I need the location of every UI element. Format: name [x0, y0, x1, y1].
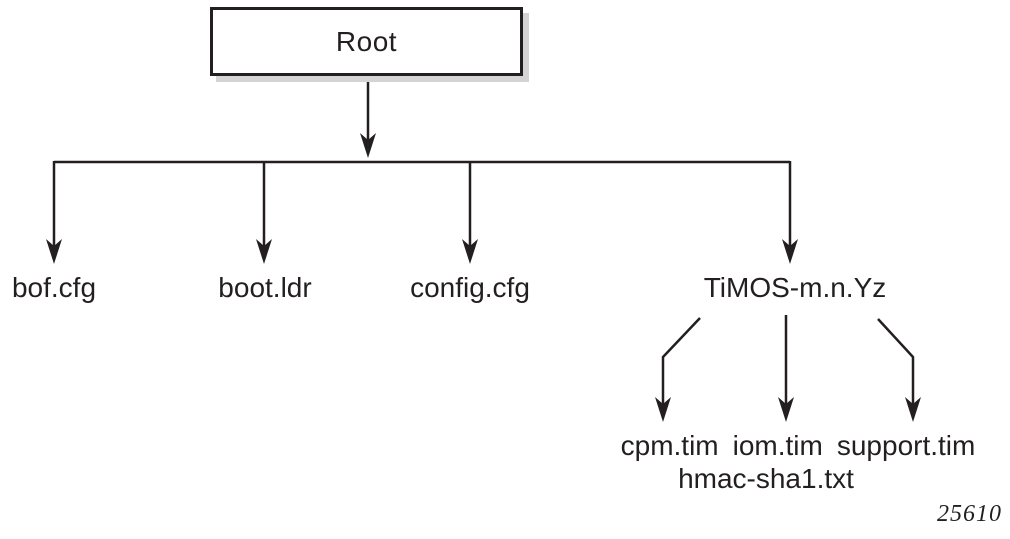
- node-root: Root: [210, 7, 523, 76]
- node-boot-ldr: boot.ldr: [218, 272, 312, 303]
- arrowhead-root: [360, 133, 376, 158]
- timos-children: cpm.tim iom.tim support.tim hmac-sha1.tx…: [578, 430, 1010, 495]
- arrowhead-cpm: [655, 397, 671, 422]
- sub-line-support: [877, 318, 915, 406]
- node-config-cfg: config.cfg: [410, 272, 530, 303]
- arrowhead-support: [905, 397, 921, 422]
- node-timos: TiMOS-m.n.Yz: [703, 272, 887, 303]
- figure-number: 25610: [937, 501, 1002, 527]
- arrowhead-timos: [782, 239, 798, 264]
- arrowhead-iom: [778, 397, 794, 422]
- sub-line-cpm: [661, 317, 701, 406]
- node-cpm-tim: cpm.tim: [620, 430, 719, 461]
- root-label: Root: [335, 25, 398, 57]
- node-iom-tim: iom.tim: [732, 430, 823, 461]
- arrowhead-boot: [256, 239, 272, 264]
- arrowhead-config: [462, 239, 478, 264]
- node-support-tim: support.tim: [836, 430, 976, 461]
- node-bof-cfg: bof.cfg: [11, 272, 97, 303]
- node-hmac-sha1-txt: hmac-sha1.txt: [678, 463, 854, 494]
- arrowhead-bof: [46, 239, 62, 264]
- timos-files-row: cpm.tim iom.tim support.tim: [578, 430, 1010, 462]
